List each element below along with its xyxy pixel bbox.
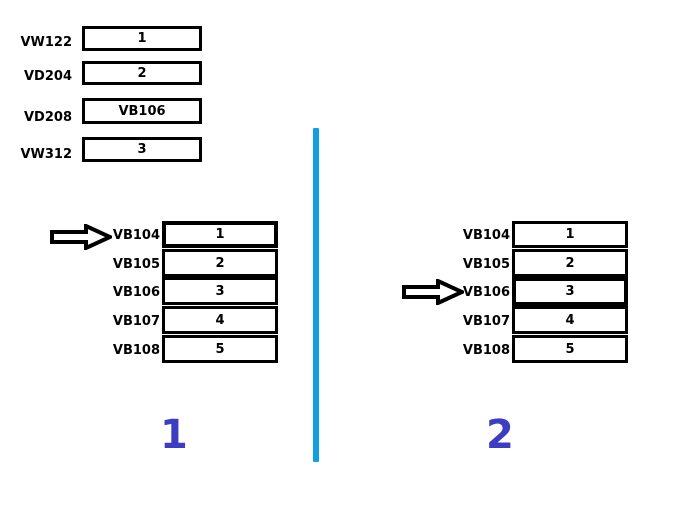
variable-list-cell-3[interactable]: 3 [82, 137, 202, 162]
pointer-arrow-right [402, 279, 464, 305]
variable-list-label-1: VD204 [24, 69, 72, 84]
memory-stack-right-label-4: VB108 [462, 343, 510, 358]
memory-stack-right-cell-4[interactable]: 5 [512, 335, 628, 363]
memory-stack-right-cell-2[interactable]: 3 [512, 277, 628, 306]
memory-stack-left-value-0: 1 [215, 227, 225, 242]
memory-stack-left-label-3: VB107 [112, 314, 160, 329]
memory-stack-left-value-3: 4 [215, 312, 225, 328]
memory-stack-left-value-2: 3 [215, 283, 225, 299]
variable-list-cell-1[interactable]: 2 [82, 61, 202, 85]
memory-stack-left-label-4: VB108 [112, 343, 160, 358]
memory-stack-right-value-1: 2 [565, 255, 575, 271]
memory-stack-right-value-3: 4 [565, 312, 575, 328]
variable-list-cell-2[interactable]: VB106 [82, 98, 202, 124]
memory-stack-left-label-1: VB105 [112, 257, 160, 272]
memory-stack-left-label-0: VB104 [112, 228, 160, 243]
memory-stack-right-cell-1[interactable]: 2 [512, 249, 628, 277]
variable-list-label-3: VW312 [20, 147, 72, 162]
memory-stack-left-cell-3[interactable]: 4 [162, 306, 278, 334]
variable-list-value-3: 3 [137, 142, 147, 157]
memory-stack-right-label-3: VB107 [462, 314, 510, 329]
memory-stack-right-label-1: VB105 [462, 257, 510, 272]
memory-stack-right-value-2: 3 [565, 284, 575, 299]
memory-stack-left-cell-1[interactable]: 2 [162, 249, 278, 277]
pointer-arrow-left [50, 224, 112, 250]
memory-stack-left-value-4: 5 [215, 341, 225, 357]
memory-stack-left-cell-0[interactable]: 1 [162, 221, 278, 248]
vertical-separator [313, 128, 319, 462]
memory-stack-left-value-1: 2 [215, 255, 225, 271]
memory-stack-right-label-2: VB106 [462, 285, 510, 300]
memory-stack-right-label-0: VB104 [462, 228, 510, 243]
memory-stack-left-label-2: VB106 [112, 285, 160, 300]
variable-list-label-0: VW122 [20, 35, 72, 50]
variable-list-value-1: 2 [137, 65, 147, 81]
memory-stack-right-value-0: 1 [565, 227, 575, 242]
memory-stack-right-cell-3[interactable]: 4 [512, 306, 628, 334]
variable-list-label-2: VD208 [24, 110, 72, 125]
variable-list-cell-0[interactable]: 1 [82, 26, 202, 51]
panel-number-left: 1 [160, 412, 188, 458]
memory-stack-right-cell-0[interactable]: 1 [512, 221, 628, 248]
memory-stack-right-value-4: 5 [565, 341, 575, 357]
memory-stack-left-cell-4[interactable]: 5 [162, 335, 278, 363]
panel-number-right: 2 [486, 412, 514, 458]
variable-list-value-2: VB106 [118, 103, 166, 119]
memory-stack-left-cell-2[interactable]: 3 [162, 277, 278, 305]
variable-list-value-0: 1 [137, 31, 147, 46]
